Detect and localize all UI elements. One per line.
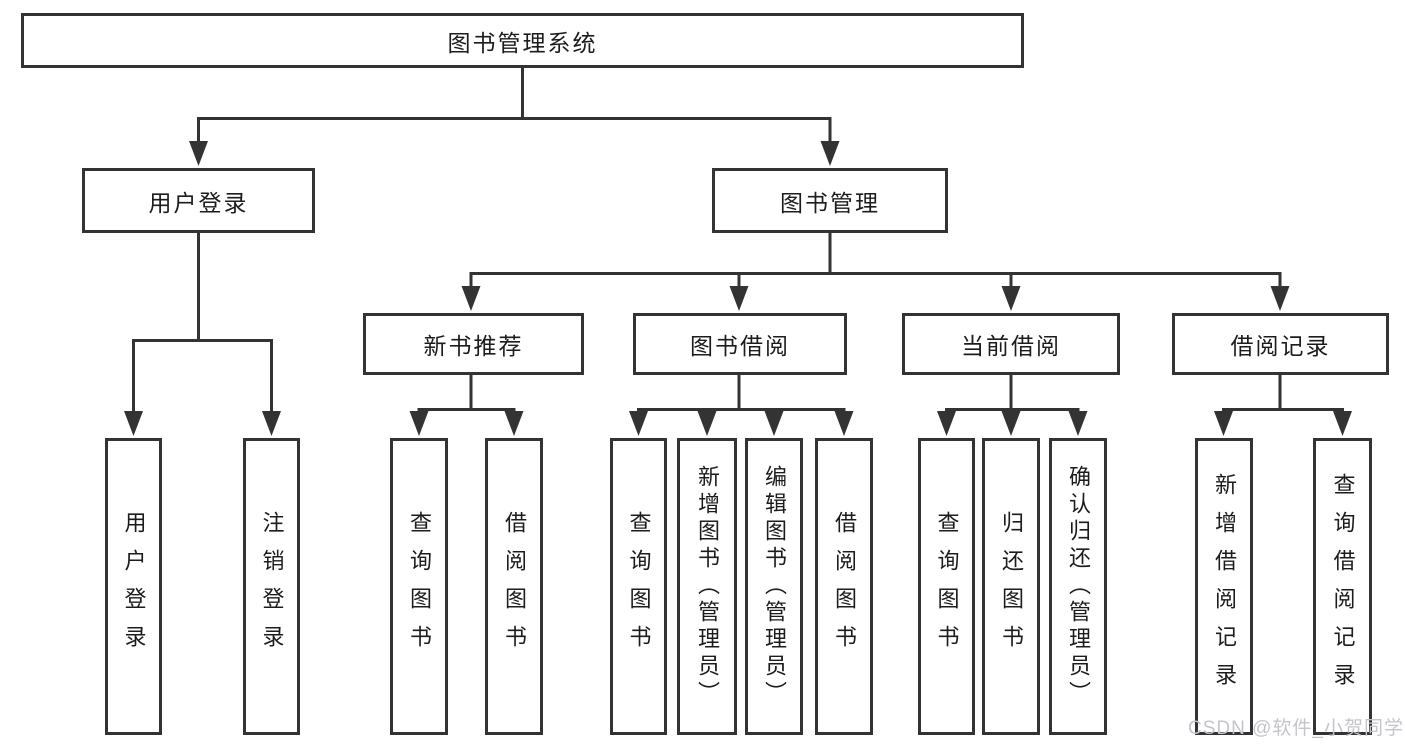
node-borrow-record: 借阅记录 [1172,313,1389,375]
leaf-recommend-borrow-book: 借阅图书 [485,438,543,735]
leaf-query-borrow-record: 查询借阅记录 [1313,438,1372,735]
leaf-borrow-book: 借阅图书 [815,438,873,735]
leaf-confirm-return-admin-label: 确认归还（管理员） [1066,465,1091,708]
node-book-borrow-label: 图书借阅 [690,333,790,359]
node-book-mgmt: 图书管理 [712,168,948,233]
leaf-borrow-query-book: 查询图书 [610,438,667,735]
leaf-recommend-borrow-book-label: 借阅图书 [502,510,527,663]
node-new-book-recommend-label: 新书推荐 [423,333,524,359]
node-book-borrow: 图书借阅 [633,313,847,375]
leaf-logout-label: 注销登录 [259,510,285,663]
leaf-user-login: 用户登录 [105,438,162,735]
leaf-edit-book-admin: 编辑图书（管理员） [745,438,803,735]
leaf-return-book-label: 归还图书 [999,510,1024,663]
watermark: CSDN @软件_小贺同学 [1188,718,1404,739]
leaf-query-borrow-record-label: 查询借阅记录 [1330,472,1356,701]
leaf-add-book-admin: 新增图书（管理员） [677,438,737,735]
leaf-current-query-book-label: 查询图书 [934,510,960,663]
node-borrow-record-label: 借阅记录 [1230,333,1331,359]
leaf-borrow-query-book-label: 查询图书 [626,510,652,663]
node-root-label: 图书管理系统 [447,29,598,56]
node-current-borrow: 当前借阅 [902,313,1120,375]
node-book-mgmt-label: 图书管理 [780,189,880,216]
leaf-recommend-query-book-label: 查询图书 [407,510,432,663]
leaf-recommend-query-book: 查询图书 [390,438,448,735]
node-new-book-recommend: 新书推荐 [363,313,584,375]
leaf-logout: 注销登录 [243,438,300,735]
node-current-borrow-label: 当前借阅 [961,333,1061,359]
node-user-login-label: 用户登录 [148,189,249,216]
leaf-add-borrow-record-label: 新增借阅记录 [1212,472,1237,701]
leaf-borrow-book-label: 借阅图书 [832,510,857,663]
leaf-confirm-return-admin: 确认归还（管理员） [1049,438,1107,735]
leaf-current-query-book: 查询图书 [918,438,975,735]
leaf-edit-book-admin-label: 编辑图书（管理员） [762,465,787,708]
node-root: 图书管理系统 [21,13,1024,68]
leaf-return-book: 归还图书 [982,438,1040,735]
leaf-add-book-admin-label: 新增图书（管理员） [695,465,720,708]
leaf-user-login-label: 用户登录 [121,510,147,663]
leaf-add-borrow-record: 新增借阅记录 [1195,438,1253,735]
node-user-login: 用户登录 [82,168,315,233]
